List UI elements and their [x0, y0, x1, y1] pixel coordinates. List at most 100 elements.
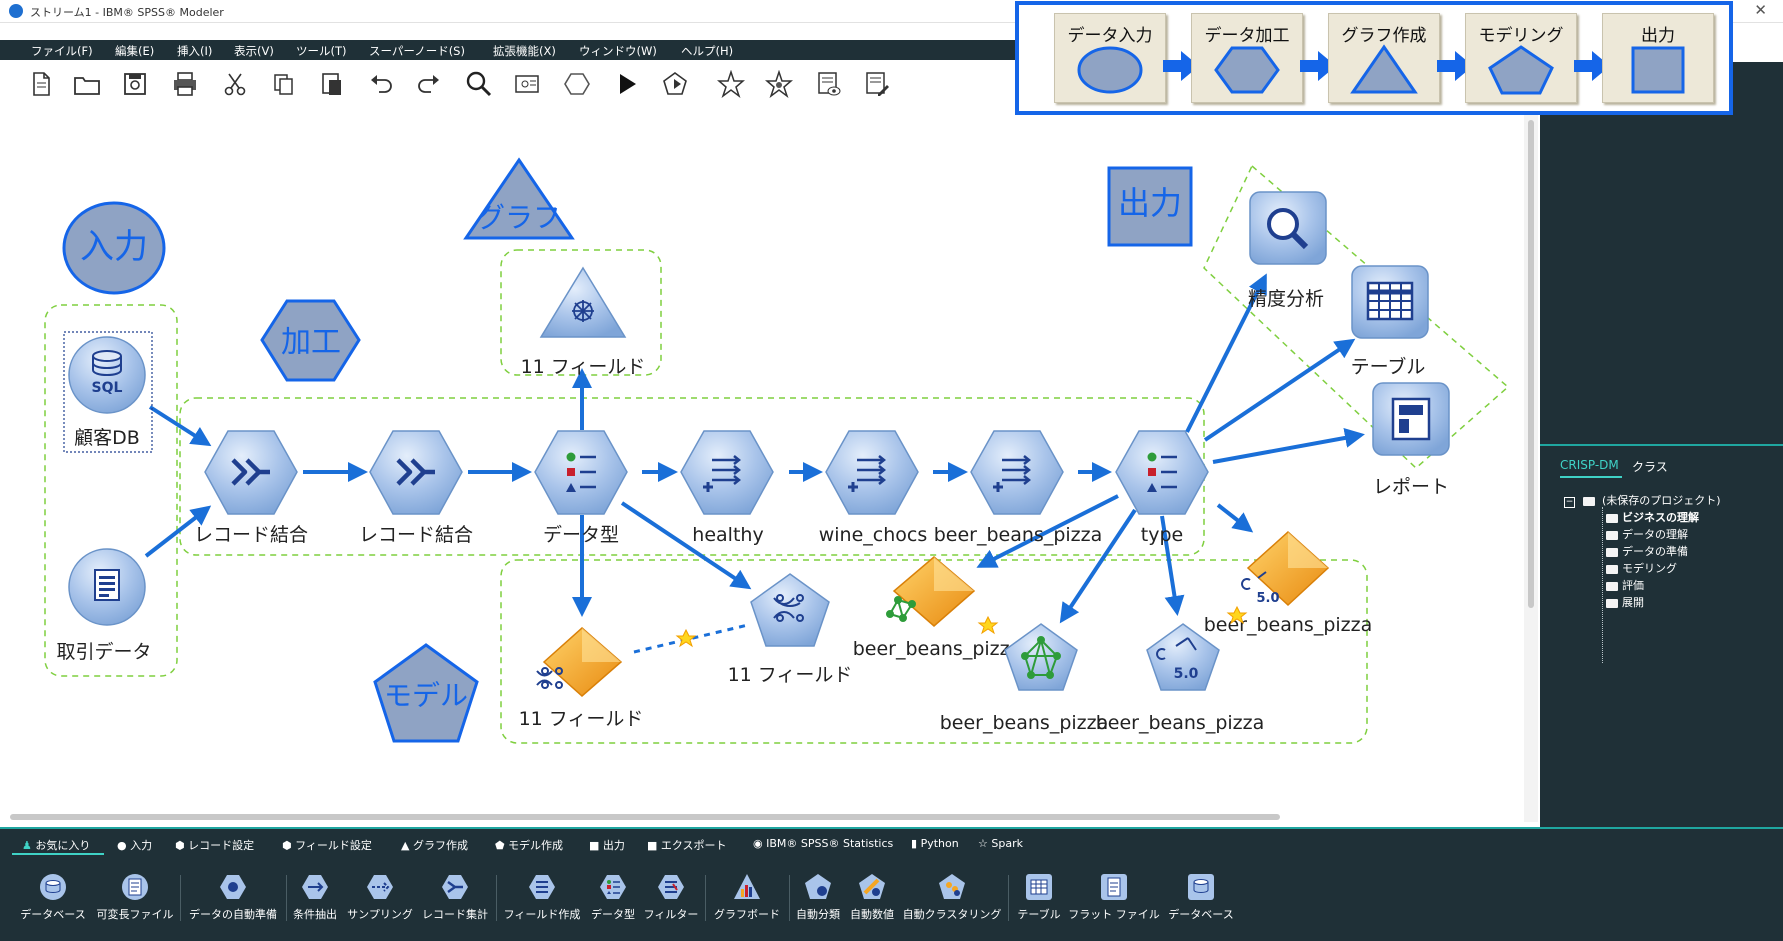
tree-item-modeling[interactable]: モデリング	[1606, 560, 1677, 576]
tree-toggle[interactable]: −	[1564, 497, 1575, 508]
stream-canvas[interactable]: 入力 加工 グラフ 出力 モデル SQL 顧客DB	[0, 106, 1524, 822]
vertical-scrollbar[interactable]	[1524, 106, 1538, 822]
tree-item-deployment[interactable]: 展開	[1606, 594, 1644, 610]
panel-divider[interactable]	[1540, 444, 1783, 446]
print-icon[interactable]	[171, 70, 199, 98]
stream-properties-icon[interactable]	[513, 70, 541, 98]
palette-item-type[interactable]: データ型	[584, 873, 642, 922]
open-folder-icon[interactable]	[73, 70, 101, 98]
node-c50-builder[interactable]: 5.0 beer_beans_pizza	[1096, 623, 1265, 734]
tree-item-data-preparation[interactable]: データの準備	[1606, 543, 1688, 559]
derive-icon	[993, 455, 1032, 492]
palette-item-aggregate[interactable]: レコード集計	[420, 873, 490, 922]
vertical-scrollbar-thumb[interactable]	[1528, 120, 1534, 608]
folder-icon	[1606, 530, 1618, 540]
star-settings-icon[interactable]	[765, 70, 793, 98]
node-neural-builder-label: beer_beans_pizza	[940, 712, 1109, 734]
palette-item-auto-cluster[interactable]: 自動クラスタリング	[900, 873, 1004, 922]
run-selection-icon[interactable]	[661, 70, 689, 98]
palette-item-database[interactable]: データベース	[20, 873, 86, 922]
tree-item-evaluation[interactable]: 評価	[1606, 577, 1644, 593]
palette-tab-graphs[interactable]: ▲ グラフ作成	[401, 837, 468, 853]
menu-insert[interactable]: 挿入(I)	[177, 44, 213, 58]
palette-tab-output[interactable]: ■ 出力	[589, 837, 625, 853]
undo-icon[interactable]	[367, 70, 395, 98]
node-web-graph[interactable]: 11 フィールド	[521, 266, 646, 378]
node-kohonen-builder[interactable]: 11 フィールド	[728, 573, 853, 686]
palette-tab-spark[interactable]: ☆ Spark	[978, 837, 1023, 850]
palette-item-auto-numeric[interactable]: 自動数値	[845, 873, 899, 922]
save-icon[interactable]	[121, 70, 149, 98]
node-c50-nugget[interactable]: 5.0 beer_beans_pizza	[1204, 530, 1373, 636]
tab-crisp-dm[interactable]: CRISP-DM	[1560, 458, 1619, 472]
menu-window[interactable]: ウィンドウ(W)	[579, 44, 657, 58]
redo-icon[interactable]	[415, 70, 443, 98]
palette-item-label: フィルター	[643, 908, 699, 921]
paste-icon[interactable]	[318, 70, 346, 98]
arrow-right-icon	[1300, 51, 1336, 81]
node-merge-1[interactable]: レコード結合	[194, 430, 308, 546]
palette-item-table[interactable]: テーブル	[1014, 873, 1064, 922]
node-beer-beans-pizza[interactable]: beer_beans_pizza	[934, 430, 1103, 546]
palette-item-label: データベース	[1168, 908, 1234, 921]
c50-tree-icon	[1241, 571, 1267, 590]
run-icon[interactable]	[613, 70, 641, 98]
node-merge-2[interactable]: レコード結合	[359, 430, 473, 546]
tree-item-business[interactable]: ビジネスの理解	[1606, 509, 1699, 525]
node-type-1[interactable]: データ型	[534, 430, 628, 546]
menu-file[interactable]: ファイル(F)	[31, 44, 93, 58]
close-window-button[interactable]: ✕	[1754, 1, 1767, 19]
node-customer-db[interactable]: SQL 顧客DB	[63, 331, 153, 453]
palette-item-select[interactable]: 条件抽出	[290, 873, 340, 922]
palette-tab-export[interactable]: ■ エクスポート	[647, 837, 727, 853]
node-analysis[interactable]: 精度分析	[1248, 191, 1327, 310]
tree-item-data-understanding[interactable]: データの理解	[1606, 526, 1688, 542]
menu-extensions[interactable]: 拡張機能(X)	[493, 44, 556, 58]
palette-item-filter[interactable]: フィルター	[642, 873, 700, 922]
palette-item-auto-data-prep[interactable]: データの自動準備	[186, 873, 280, 922]
search-icon[interactable]	[465, 70, 493, 98]
supernode-icon[interactable]	[563, 70, 591, 98]
tab-classes[interactable]: クラス	[1632, 460, 1668, 474]
node-transaction-data[interactable]: 取引データ	[56, 548, 152, 663]
menu-supernode[interactable]: スーパーノード(S)	[369, 44, 465, 58]
star-icon[interactable]	[717, 70, 745, 98]
menu-tools[interactable]: ツール(T)	[296, 44, 347, 58]
palette-item-sample[interactable]: サンプリング	[345, 873, 415, 922]
node-report[interactable]: レポート	[1372, 382, 1450, 498]
node-table[interactable]: テーブル	[1351, 265, 1429, 378]
node-type-2[interactable]: type	[1115, 430, 1209, 546]
palette-tab-favorites[interactable]: ♟ お気に入り	[22, 837, 90, 853]
horizontal-scrollbar[interactable]	[10, 814, 1280, 820]
tree-root[interactable]: − (未保存のプロジェクト)	[1564, 492, 1721, 508]
copy-icon[interactable]	[270, 70, 298, 98]
menu-view[interactable]: 表示(V)	[234, 44, 274, 58]
menu-help[interactable]: ヘルプ(H)	[681, 44, 734, 58]
palette-item-var-file[interactable]: 可変長ファイル	[95, 873, 175, 922]
node-wine-chocs[interactable]: wine_chocs	[819, 430, 928, 546]
palette-tab-label: 出力	[602, 839, 625, 852]
palette-tab-input[interactable]: ● 入力	[117, 837, 152, 853]
menu-edit[interactable]: 編集(E)	[115, 44, 155, 58]
palette-tab-field-ops[interactable]: ⬢ フィールド設定	[282, 837, 372, 853]
annotation-icon[interactable]	[863, 70, 891, 98]
node-healthy[interactable]: healthy	[680, 430, 774, 546]
preview-icon[interactable]	[815, 70, 843, 98]
node-kohonen-nugget[interactable]: 11 フィールド	[519, 626, 644, 730]
palette-item-database-export[interactable]: データベース	[1167, 873, 1235, 922]
palette-item-flat-file[interactable]: フラット ファイル	[1068, 873, 1160, 922]
node-neural-builder[interactable]: beer_beans_pizza	[940, 623, 1109, 734]
pentagon-icon: ⬟	[495, 839, 509, 852]
palette-item-auto-classifier[interactable]: 自動分類	[791, 873, 845, 922]
palette-item-graphboard[interactable]: グラフボード	[711, 873, 783, 922]
c50-tree-icon	[1156, 637, 1197, 660]
palette-tab-statistics[interactable]: ◉ IBM® SPSS® Statistics	[753, 837, 893, 850]
new-file-icon[interactable]	[27, 70, 55, 98]
triangle-icon: ▲	[401, 839, 413, 852]
palette-tab-modeling[interactable]: ⬟ モデル作成	[495, 837, 563, 853]
palette-item-derive[interactable]: フィールド作成	[502, 873, 582, 922]
palette-tab-record-ops[interactable]: ⬢ レコード設定	[175, 837, 254, 853]
palette-tab-python[interactable]: ▮ Python	[911, 837, 959, 850]
cut-icon[interactable]	[221, 70, 249, 98]
node-neural-nugget[interactable]: beer_beans_pizza	[853, 556, 1022, 660]
